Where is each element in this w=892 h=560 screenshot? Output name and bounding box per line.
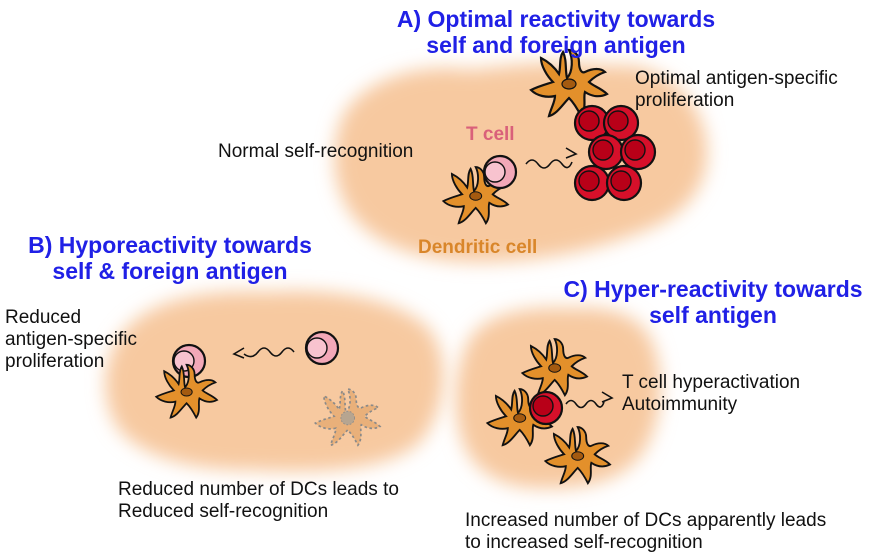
panel-b-heading: B) Hyporeactivity towards self & foreign… — [0, 232, 340, 284]
proliferating-t-cells-icon — [573, 104, 657, 202]
dendritic-cell-label: Dendritic cell — [418, 237, 538, 258]
panel-a-right-label-line1: Optimal antigen-specific — [635, 68, 838, 89]
naive-t-cell-icon — [482, 154, 518, 190]
panel-c-bottom-label-line1: Increased number of DCs apparently leads — [465, 510, 827, 531]
panel-b-left-label-line3: proliferation — [5, 351, 105, 372]
wavy-arrow-icon — [565, 391, 614, 409]
panel-a-right-label-line2: proliferation — [635, 90, 735, 111]
panel-c-heading-line1: C) Hyper-reactivity towards — [563, 276, 863, 302]
dendritic-cell-icon — [486, 388, 553, 447]
dendritic-cell-icon — [442, 166, 509, 225]
t-cell-label: T cell — [466, 124, 515, 145]
panel-b-left-label-line2: antigen-specific — [5, 329, 138, 350]
activated-t-cell-icon — [528, 390, 564, 426]
panel-a-right-label: Optimal antigen-specific proliferation — [635, 68, 838, 112]
background-blob-b — [105, 291, 444, 472]
panel-b-heading-line2: self & foreign antigen — [52, 258, 288, 284]
panel-b-heading-line1: B) Hyporeactivity towards — [28, 232, 312, 258]
panel-a-heading-line2: self and foreign antigen — [426, 32, 686, 58]
panel-a-left-label: Normal self-recognition — [218, 141, 414, 162]
panel-c-heading-line2: self antigen — [649, 302, 777, 328]
panel-b-bottom-label-line2: Reduced self-recognition — [118, 501, 329, 522]
wavy-arrow-icon — [232, 347, 295, 359]
panel-b-bottom-label: Reduced number of DCs leads to Reduced s… — [118, 479, 399, 523]
panel-a-heading: A) Optimal reactivity towards self and f… — [356, 6, 756, 58]
panel-b-bottom-label-line1: Reduced number of DCs leads to — [118, 479, 399, 500]
dendritic-cell-icon — [529, 48, 609, 118]
absent-dendritic-cell-icon — [314, 388, 381, 447]
dendritic-cell-icon — [155, 363, 218, 419]
panel-b-left-label-line1: Reduced — [5, 307, 82, 328]
dendritic-cell-icon — [544, 426, 611, 485]
panel-c-right-label: T cell hyperactivation Autoimmunity — [622, 372, 800, 416]
wavy-arrow-icon — [525, 147, 578, 169]
naive-t-cell-icon — [304, 330, 340, 366]
panel-c-right-label-line1: T cell hyperactivation — [622, 372, 801, 393]
panel-c-bottom-label: Increased number of DCs apparently leads… — [465, 510, 826, 554]
panel-b-left-label: Reduced antigen-specific proliferation — [5, 307, 137, 373]
panel-c-heading: C) Hyper-reactivity towards self antigen — [540, 276, 886, 328]
panel-c-right-label-line2: Autoimmunity — [622, 394, 738, 415]
panel-c-bottom-label-line2: to increased self-recognition — [465, 532, 703, 553]
panel-a-heading-line1: A) Optimal reactivity towards — [396, 6, 716, 32]
dendritic-cell-icon — [521, 338, 588, 397]
